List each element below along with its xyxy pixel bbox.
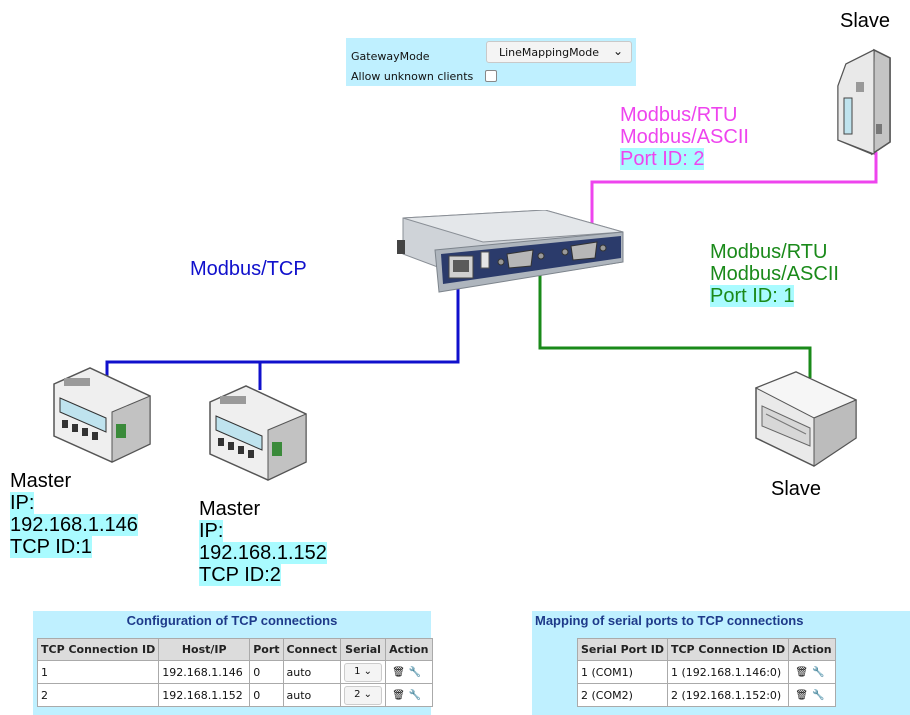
serial-cell: 1 ⌄	[340, 660, 387, 684]
tcp-wire-master1	[105, 282, 460, 388]
slave-device-top	[837, 48, 891, 156]
gateway-mode-value: LineMappingMode	[498, 46, 600, 59]
serial-select[interactable]: 1 ⌄	[344, 662, 383, 682]
trash-icon[interactable]: 🗑	[795, 689, 813, 701]
gateway-mode-select[interactable]: LineMappingMode ⌄	[486, 41, 632, 63]
connect-cell: auto	[282, 660, 342, 684]
port2-ascii: Modbus/ASCII	[620, 126, 749, 148]
mapping-table-header: Serial Port ID TCP Connection ID Action	[577, 638, 836, 661]
master1-ip-label: IP:	[10, 492, 35, 514]
table-row: 2 (COM2) 2 (192.168.1.152:0) 🗑🔧	[577, 683, 836, 707]
port1-rtu: Modbus/RTU	[710, 241, 828, 263]
master1-ip: 192.168.1.146	[10, 514, 138, 536]
th-port: Port	[249, 638, 284, 661]
wrench-icon[interactable]: 🔧	[812, 666, 829, 678]
table-row: 2 192.168.1.152 0 auto 2 ⌄ 🗑🔧	[36, 683, 433, 707]
th-tcp-connection-id: TCP Connection ID	[666, 638, 790, 661]
port2-protocol-label: Modbus/RTU Modbus/ASCII Port ID: 2	[620, 104, 749, 170]
action-cell: 🗑🔧	[788, 683, 836, 707]
master-device-1	[53, 367, 151, 463]
th-action: Action	[788, 638, 836, 661]
tcp-connections-title: Configuration of TCP connections	[126, 613, 338, 628]
action-cell: 🗑🔧	[385, 660, 433, 684]
port1-protocol-label: Modbus/RTU Modbus/ASCII Port ID: 1	[710, 241, 839, 307]
master1-name: Master	[10, 470, 72, 492]
wrench-icon[interactable]: 🔧	[812, 689, 829, 701]
master2-name: Master	[199, 498, 261, 520]
gateway-settings-panel: GatewayMode LineMappingMode ⌄ Allow unkn…	[346, 38, 636, 86]
tcp-connections-table: TCP Connection ID Host/IP Port Connect S…	[36, 638, 433, 707]
trash-icon[interactable]: 🗑	[392, 666, 409, 678]
th-action: Action	[385, 638, 433, 661]
chevron-down-icon: ⌄	[612, 44, 623, 58]
serial-port-cell: 1 (COM1)	[577, 660, 668, 684]
th-connect: Connect	[282, 638, 342, 661]
mapping-table: Serial Port ID TCP Connection ID Action …	[577, 638, 836, 707]
slave-label-top: Slave	[840, 10, 891, 32]
port2-id: Port ID: 2	[620, 148, 705, 170]
master2-ip-label: IP:	[199, 520, 224, 542]
master2-ip: 192.168.1.152	[199, 542, 327, 564]
th-serial-port-id: Serial Port ID	[577, 638, 668, 661]
th-tcp-connection-id: TCP Connection ID	[36, 638, 160, 661]
allow-unknown-clients-label: Allow unknown clients	[351, 70, 474, 83]
host-cell: 192.168.1.146	[158, 660, 251, 684]
tcp-conn-cell: 2 (192.168.1.152:0)	[666, 683, 790, 707]
action-cell: 🗑🔧	[385, 683, 433, 707]
master2-tcp-id: TCP ID:2	[199, 564, 281, 586]
mapping-title: Mapping of serial ports to TCP connectio…	[535, 613, 804, 628]
slave-device-bottom	[754, 371, 858, 467]
master1-label: Master IP: 192.168.1.146 TCP ID:1	[10, 470, 138, 558]
slave-label-bottom: Slave	[771, 478, 822, 500]
tcp-table-header: TCP Connection ID Host/IP Port Connect S…	[36, 638, 433, 661]
gateway-mode-label: GatewayMode	[351, 50, 430, 63]
tcp-id-cell: 1	[36, 660, 160, 684]
chevron-down-icon: ⌄	[363, 688, 373, 700]
modbus-tcp-label: Modbus/TCP	[190, 258, 307, 280]
port2-rtu: Modbus/RTU	[620, 104, 738, 126]
th-host-ip: Host/IP	[158, 638, 251, 661]
tcp-id-cell: 2	[36, 683, 160, 707]
rtu-wire-port2	[590, 152, 878, 250]
serial-cell: 2 ⌄	[340, 683, 387, 707]
table-row: 1 (COM1) 1 (192.168.1.146:0) 🗑🔧	[577, 660, 836, 684]
serial-port-cell: 2 (COM2)	[577, 683, 668, 707]
th-serial: Serial	[340, 638, 387, 661]
master-device-2	[209, 385, 307, 481]
trash-icon[interactable]: 🗑	[392, 689, 409, 701]
allow-unknown-clients-checkbox[interactable]	[485, 70, 497, 82]
wrench-icon[interactable]: 🔧	[408, 689, 426, 701]
host-cell: 192.168.1.152	[158, 683, 251, 707]
wrench-icon[interactable]: 🔧	[408, 666, 426, 678]
master1-tcp-id: TCP ID:1	[10, 536, 92, 558]
action-cell: 🗑🔧	[788, 660, 836, 684]
master2-label: Master IP: 192.168.1.152 TCP ID:2	[199, 498, 327, 586]
table-row: 1 192.168.1.146 0 auto 1 ⌄ 🗑🔧	[36, 660, 433, 684]
serial-select-value: 2	[354, 688, 361, 700]
connect-cell: auto	[282, 683, 342, 707]
port1-id: Port ID: 1	[710, 285, 795, 307]
tcp-conn-cell: 1 (192.168.1.146:0)	[666, 660, 790, 684]
serial-select[interactable]: 2 ⌄	[344, 685, 383, 705]
port-cell: 0	[249, 683, 284, 707]
port1-ascii: Modbus/ASCII	[710, 263, 839, 285]
trash-icon[interactable]: 🗑	[795, 666, 813, 678]
rtu-wire-port1	[538, 272, 812, 378]
serial-select-value: 1	[354, 665, 361, 677]
chevron-down-icon: ⌄	[363, 665, 373, 677]
gateway-device	[397, 210, 624, 293]
port-cell: 0	[249, 660, 284, 684]
